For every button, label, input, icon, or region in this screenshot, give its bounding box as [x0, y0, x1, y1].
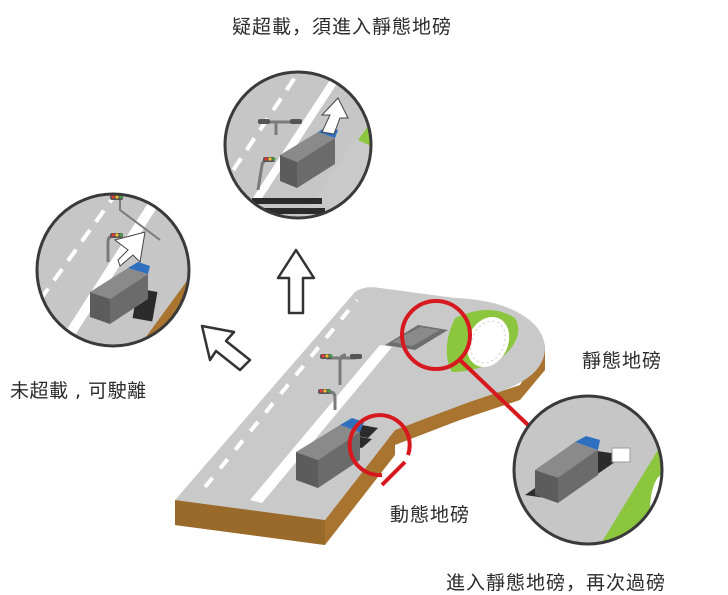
- static-scale-highlight: [400, 299, 472, 371]
- zoom-circle-not-overloaded: [35, 192, 191, 348]
- caption-static-scale: 靜態地磅: [582, 350, 663, 372]
- traffic-light-pole-icon: [318, 353, 362, 410]
- caption-not-overloaded: 未超載 , 可駛離: [10, 380, 147, 402]
- dynamic-scale-connector: [380, 460, 407, 487]
- caption-dynamic-scale: 動態地磅: [390, 504, 471, 526]
- road-platform: [175, 287, 545, 545]
- zoom-circle-suspected: [223, 70, 373, 220]
- outline-arrow-up-icon: [276, 248, 316, 315]
- dynamic-scale-highlight: [347, 413, 412, 478]
- highlight-markers: [347, 299, 530, 487]
- caption-reweigh: 進入靜態地磅，再次過磅: [446, 572, 667, 594]
- zoom-circle-reweigh: [512, 394, 664, 546]
- static-scale-connector: [458, 358, 530, 427]
- outline-arrow-up-left-icon: [200, 324, 252, 372]
- caption-suspected-overload: 疑超載，須進入靜態地磅: [232, 16, 453, 38]
